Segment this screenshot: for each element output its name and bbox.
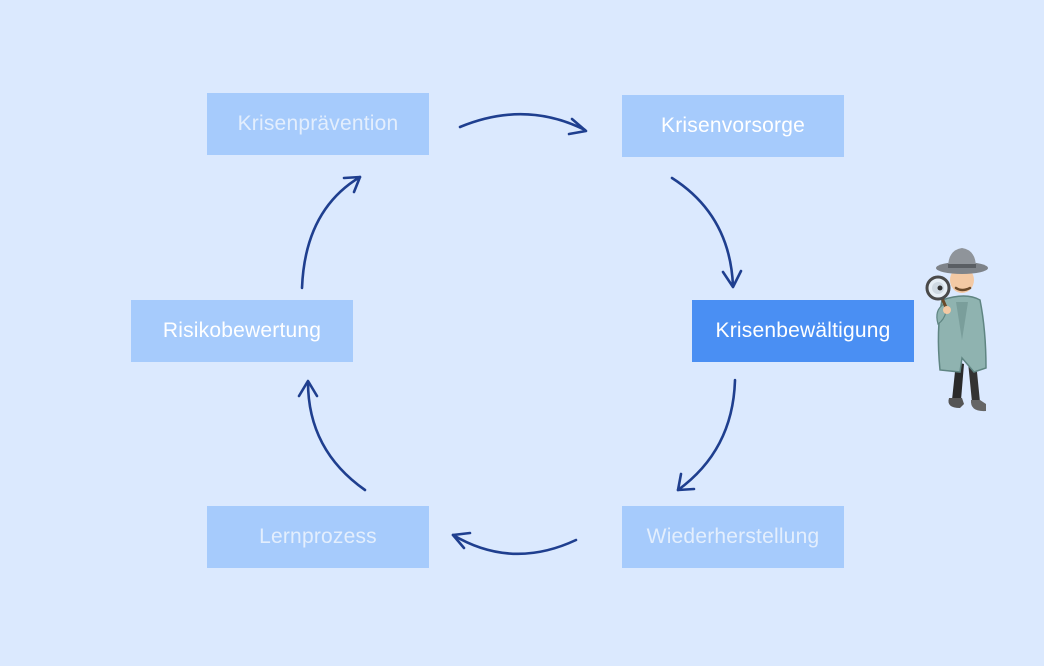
step-krisenvorsorge: Krisenvorsorge	[622, 95, 844, 157]
step-lernprozess: Lernprozess	[207, 506, 429, 568]
step-wiederherstellung: Wiederherstellung	[622, 506, 844, 568]
arrow-wiederherstellung-to-lernprozess	[451, 531, 578, 556]
step-risikobewertung: Risikobewertung	[131, 300, 353, 362]
arrow-risikobewertung-to-praevention	[300, 175, 362, 290]
detective-icon	[925, 248, 988, 412]
step-label: Risikobewertung	[162, 319, 322, 342]
arrow-praevention-to-vorsorge	[458, 112, 588, 136]
arrow-vorsorge-to-bewaeltigung	[670, 176, 743, 289]
step-label: Lernprozess	[259, 525, 377, 548]
arrow-bewaeltigung-to-wiederherstellung	[676, 378, 737, 492]
step-label: Krisenbewältigung	[715, 319, 891, 342]
arrow-lernprozess-to-risikobewertung	[297, 379, 367, 492]
step-label: Wiederherstellung	[646, 525, 820, 548]
step-krisenpraevention: Krisenprävention	[207, 93, 429, 155]
step-label: Krisenprävention	[237, 112, 399, 135]
step-krisenbewaeltigung: Krisenbewältigung	[692, 300, 914, 362]
step-label: Krisenvorsorge	[660, 114, 806, 137]
